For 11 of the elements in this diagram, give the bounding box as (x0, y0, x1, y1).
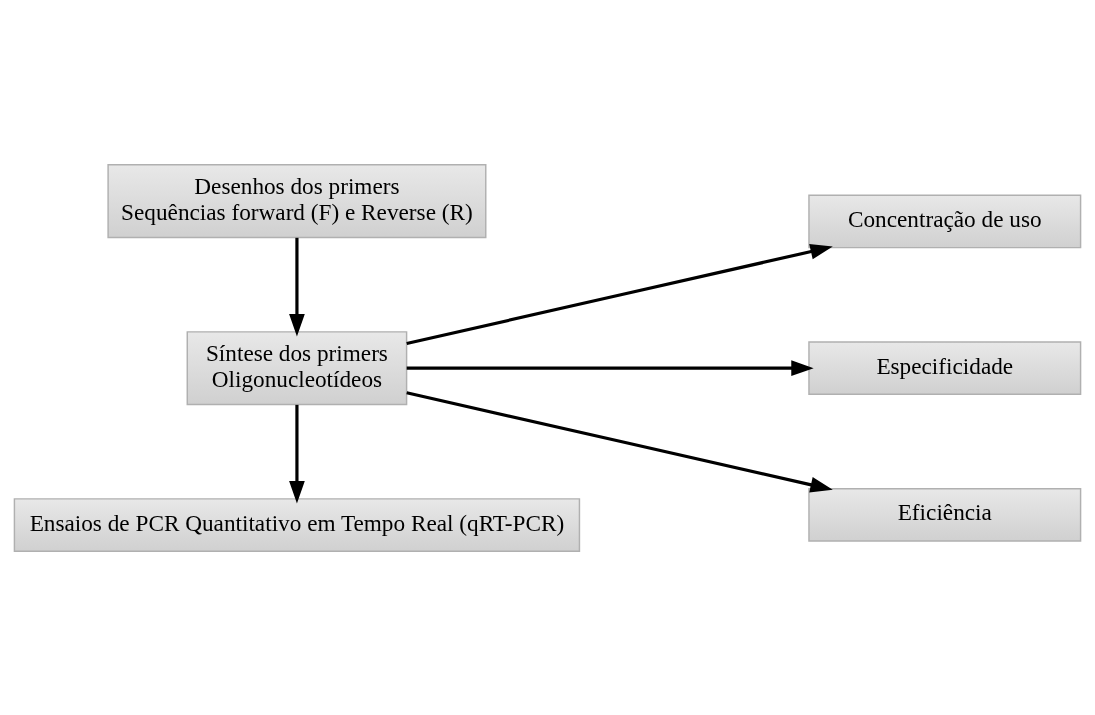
arrow (289, 404, 305, 504)
node-box: Concentração de uso (808, 194, 1082, 248)
arrow (289, 237, 305, 336)
node-box: Ensaios de PCR Quantitativo em Tempo Real (qRT-PCR) (13, 497, 581, 552)
node-box: Especificidade (808, 340, 1082, 395)
node-box: Eficiência (808, 487, 1082, 542)
node-box: Síntese dos primers Oligonucleotídeos (186, 330, 408, 405)
arrow (406, 359, 814, 376)
arrow (406, 243, 833, 345)
node-box: Desenhos dos primers Sequências forward (F) e Reverse (R) (107, 163, 487, 238)
arrow (406, 390, 833, 492)
